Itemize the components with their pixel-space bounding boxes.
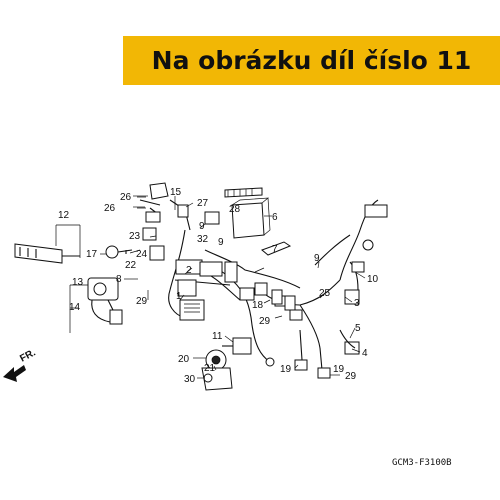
callout-31: 32 (197, 234, 209, 245)
callout-8: 8 (116, 274, 122, 285)
clamp-part (203, 373, 213, 383)
starter-relay-part (222, 337, 252, 355)
callout-23: 23 (129, 231, 141, 242)
callout-14: 14 (69, 302, 81, 313)
callout-17: 17 (86, 249, 98, 260)
callout-26-upper: 26 (120, 192, 132, 203)
callout-24: 24 (136, 249, 148, 260)
regulator-part (179, 299, 205, 321)
sensor-connectors (265, 329, 331, 379)
right-harness-parts (339, 204, 388, 355)
callout-18: 18 (252, 300, 264, 311)
front-direction-label: FR. (18, 347, 38, 364)
callout-28: 28 (229, 204, 241, 215)
bracket-part (201, 367, 233, 391)
callout-30-right: 29 (345, 371, 357, 382)
callout-11: 11 (212, 331, 223, 342)
horn-part (205, 349, 227, 371)
main-wire-harness (168, 199, 379, 363)
callout-26-lower: 26 (104, 203, 116, 214)
relay-part (142, 227, 165, 261)
callout-7: 7 (272, 244, 278, 255)
callout-30-left: 29 (136, 296, 148, 307)
relay-cluster-part (139, 182, 220, 231)
callout-10: 10 (367, 274, 379, 285)
callout-9-upper: 9 (199, 221, 205, 232)
handlebar-switch-part (14, 243, 80, 264)
ignition-switch-part (87, 277, 123, 325)
callout-3: 3 (354, 298, 360, 309)
callout-12: 12 (58, 210, 70, 221)
callout-13: 13 (72, 277, 84, 288)
callout-20: 20 (178, 354, 190, 365)
callout-21: 21 (204, 363, 216, 374)
callout-25: 25 (319, 288, 331, 299)
front-direction-arrow-icon (3, 365, 26, 382)
cover-strip-part (224, 187, 263, 198)
fuse-cover-part (261, 241, 292, 256)
callout-15: 15 (170, 187, 182, 198)
callout-2: 2 (186, 265, 192, 276)
banner-title: Na obrázku díl číslo 11 (151, 46, 472, 75)
callout-1: 1 (176, 291, 182, 302)
callout-5: 5 (355, 323, 361, 334)
battery-part (231, 197, 271, 239)
callout-4: 4 (362, 348, 368, 359)
diagram-code: GCM3-F3100B (392, 458, 452, 468)
callout-9-middle: 9 (218, 237, 224, 248)
callout-29: 30 (184, 374, 196, 385)
part-number-banner: Na obrázku díl číslo 11 (123, 36, 500, 85)
key-part (105, 245, 133, 259)
callout-6: 6 (272, 212, 278, 223)
callout-9-right: 9 (314, 253, 320, 264)
leader-lines (124, 195, 366, 379)
callout-27: 27 (197, 198, 209, 209)
callout-30-middle: 29 (259, 316, 271, 327)
callout-19-right: 19 (333, 364, 345, 375)
callout-19-left: 19 (280, 364, 292, 375)
connector-part (271, 289, 296, 311)
callout-22: 22 (125, 260, 137, 271)
